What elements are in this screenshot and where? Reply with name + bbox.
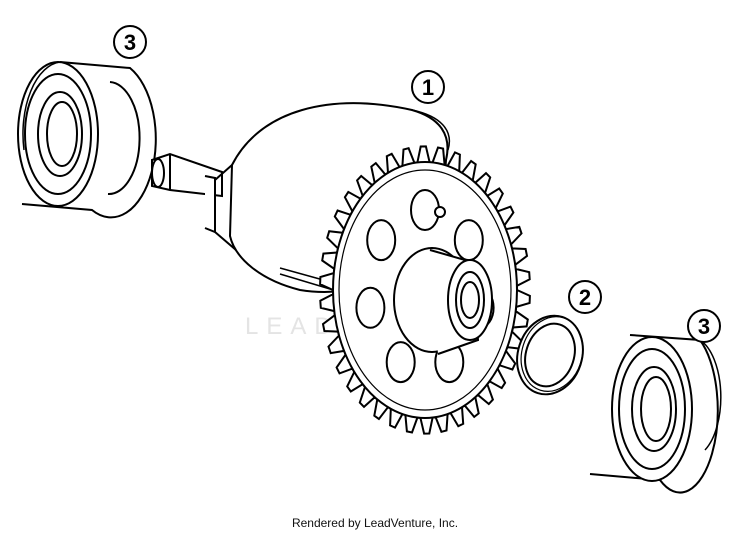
- callout-number: 3: [124, 30, 136, 55]
- gear-hole: [453, 219, 484, 262]
- callout-2: 2: [568, 280, 602, 314]
- callout-circle: [411, 70, 445, 104]
- callout-circle: [687, 309, 721, 343]
- bearing-left: [17, 61, 157, 219]
- callout-1: 1: [411, 70, 445, 104]
- bearing-right: [589, 334, 722, 494]
- crankshaft: [151, 102, 531, 435]
- gear-hole: [366, 219, 397, 262]
- callout-circle: [568, 280, 602, 314]
- callout-3-left: 3: [113, 25, 147, 59]
- callout-number: 2: [579, 285, 591, 310]
- callout-number: 1: [422, 75, 434, 100]
- gear-pin-hole: [434, 206, 446, 218]
- gear-hole: [385, 341, 416, 384]
- callout-3-right: 3: [687, 309, 721, 343]
- callout-circle: [113, 25, 147, 59]
- shim: [516, 314, 584, 396]
- callout-number: 3: [698, 314, 710, 339]
- gear-hole: [355, 286, 386, 329]
- render-credit: Rendered by LeadVenture, Inc.: [291, 516, 459, 530]
